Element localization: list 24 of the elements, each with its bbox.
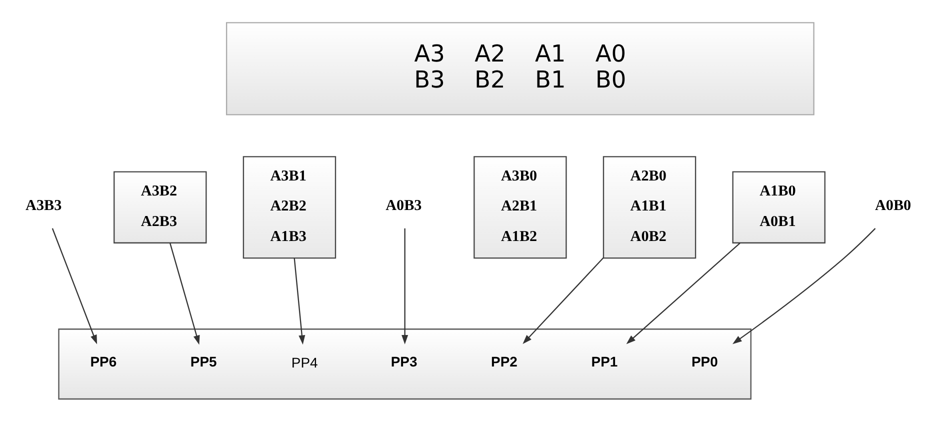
node-box: A3 A2 A1 A0 B3 B2 B1 B0 — [226, 22, 814, 115]
node-box: A1B0 A0B1 — [732, 170, 826, 243]
arrow — [522, 256, 604, 344]
arrow — [52, 228, 98, 344]
arrow — [626, 242, 740, 344]
node-text: A0B0 — [874, 198, 912, 214]
node-text: PP5 — [190, 353, 217, 370]
node-text: PP0 — [691, 353, 718, 370]
node-text: A0B3 — [386, 198, 422, 214]
node-box: A3B2 A2B3 — [114, 170, 207, 243]
arrow — [402, 228, 408, 344]
node-box: A3B1 A2B2 A1B3 — [242, 156, 336, 258]
arrow — [170, 242, 200, 344]
node-text: PP6 — [90, 353, 117, 370]
node-box: A2B0 A1B1 A0B2 — [602, 156, 696, 258]
node-text: PP1 — [591, 353, 618, 370]
node-text: PP3 — [390, 353, 418, 370]
node-box: A3B0 A2B1 A1B2 — [474, 156, 567, 258]
node-text: A3B3 — [26, 198, 62, 214]
arrow — [732, 228, 876, 344]
node-text: PP4 — [291, 354, 318, 370]
cluster — [58, 328, 752, 400]
arrow — [294, 258, 306, 344]
node-text: PP2 — [491, 353, 518, 370]
